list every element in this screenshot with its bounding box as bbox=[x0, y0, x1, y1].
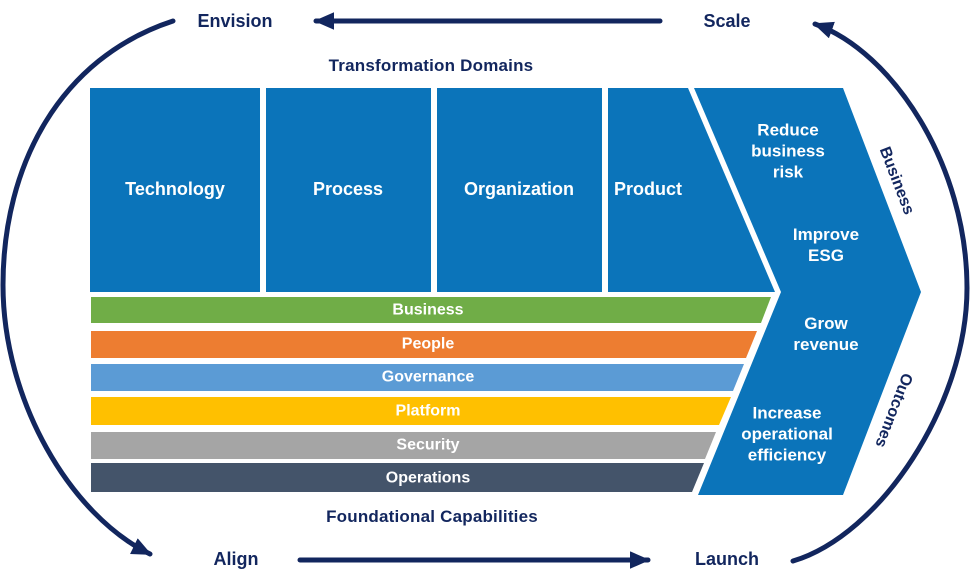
technology-label: Technology bbox=[125, 179, 225, 200]
technology-box bbox=[90, 88, 260, 292]
organization-box bbox=[437, 88, 602, 292]
governance-bar-label: Governance bbox=[381, 368, 475, 386]
foundational-capabilities-heading: Foundational Capabilities bbox=[326, 506, 538, 526]
operations-bar bbox=[91, 463, 704, 492]
transformation-domains-heading: Transformation Domains bbox=[328, 55, 534, 75]
process-box bbox=[266, 88, 431, 292]
governance-bar bbox=[91, 364, 744, 391]
people-bar-label: People bbox=[401, 335, 455, 353]
product-box bbox=[608, 88, 775, 292]
envision-to-align-arc bbox=[0, 18, 176, 557]
business-outcomes-arrowhead bbox=[694, 88, 921, 495]
platform-bar bbox=[91, 397, 731, 425]
security-bar bbox=[91, 432, 716, 459]
launch-to-scale-arc bbox=[790, 21, 970, 564]
people-bar bbox=[91, 331, 757, 358]
outcome-grow-revenue: Grow revenue bbox=[793, 314, 859, 354]
envision-label: Envision bbox=[197, 11, 273, 32]
product-label: Product bbox=[613, 179, 683, 200]
business-bar bbox=[91, 297, 771, 323]
business-bar-label: Business bbox=[392, 301, 464, 319]
process-label: Process bbox=[312, 179, 384, 200]
security-bar-label: Security bbox=[396, 436, 460, 454]
scale-label: Scale bbox=[703, 11, 751, 32]
outcome-increase-operational-efficiency: Increase operational efficiency bbox=[741, 403, 833, 465]
platform-bar-label: Platform bbox=[395, 402, 461, 420]
launch-label: Launch bbox=[694, 549, 760, 570]
outcome-reduce-business-risk: Reduce business risk bbox=[751, 120, 825, 182]
organization-label: Organization bbox=[463, 179, 575, 200]
operations-bar-label: Operations bbox=[385, 469, 471, 487]
outcome-improve-esg: Improve ESG bbox=[792, 225, 860, 265]
align-label: Align bbox=[213, 549, 259, 570]
